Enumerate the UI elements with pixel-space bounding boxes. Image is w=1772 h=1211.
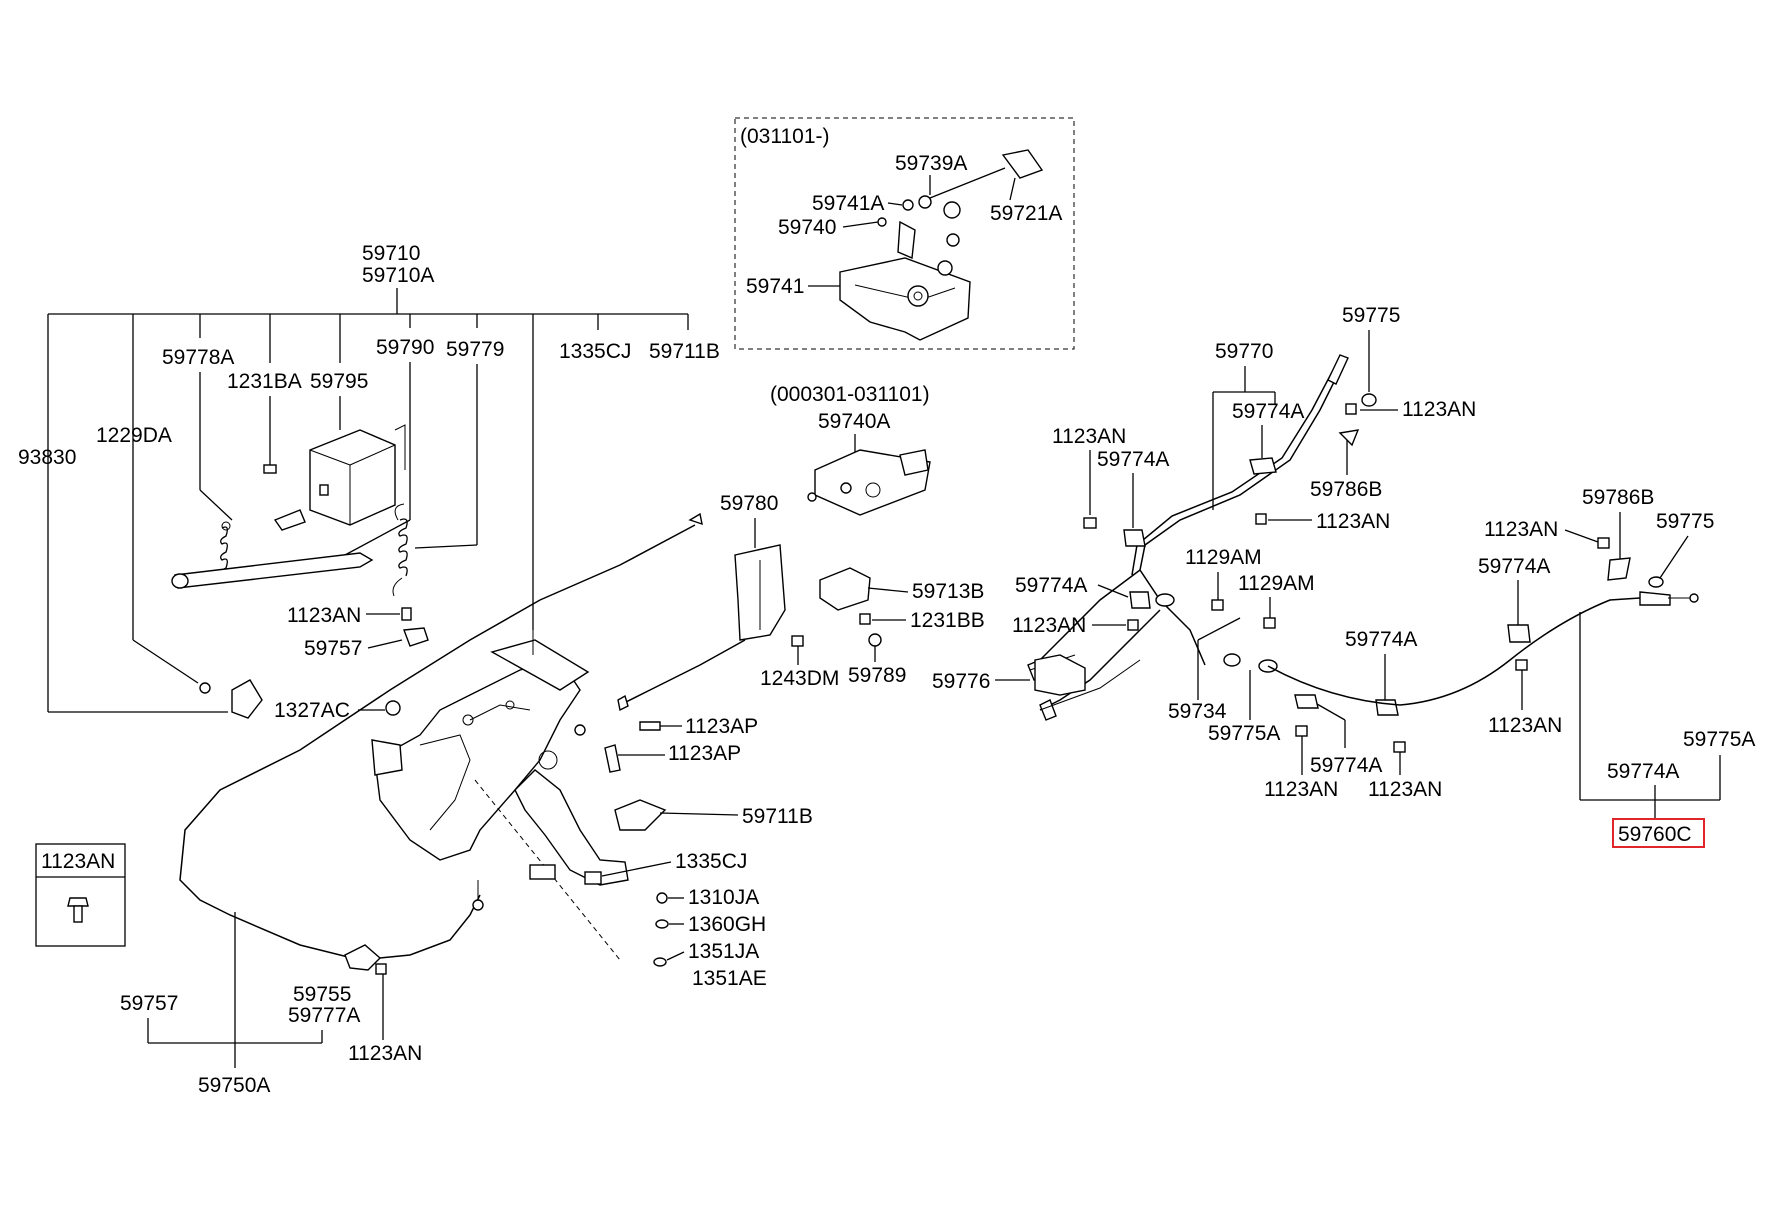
label-59774A-a: 59774A (1232, 400, 1304, 423)
label-1123AN-left2: 1123AN (348, 1042, 422, 1065)
label-59789: 59789 (848, 664, 906, 687)
label-59741A: 59741A (812, 192, 884, 215)
label-59775-a: 59775 (1342, 304, 1400, 327)
highlight-box-59760C (1612, 818, 1705, 848)
label-1123AN-r4: 1123AN (1012, 614, 1086, 637)
inset-031101-label: (031101-) (740, 125, 830, 148)
clip-59757 (403, 627, 429, 647)
label-1123AN-r7: 1123AN (1484, 518, 1558, 541)
label-59760C[interactable]: 59760C (1618, 823, 1692, 846)
label-1123AP-1: 1123AP (685, 715, 758, 738)
label-59740A: 59740A (818, 410, 890, 433)
right-rear-cable-59760C (1267, 591, 1699, 706)
label-59774A-f: 59774A (1478, 555, 1550, 578)
label-59775-b: 59775 (1656, 510, 1714, 533)
label-59734: 59734 (1168, 700, 1227, 723)
adjuster-rod (877, 149, 1044, 247)
label-1310JA: 1310JA (688, 886, 759, 909)
label-1123AN-r2: 1123AN (1052, 425, 1126, 448)
label-59778A: 59778A (162, 346, 234, 369)
label-59775A-a: 59775A (1208, 722, 1280, 745)
label-59790: 59790 (376, 336, 434, 359)
label-1123AN-r5: 1123AN (1264, 778, 1338, 801)
label-1351AE: 1351AE (692, 967, 767, 990)
label-59774A-b: 59774A (1097, 448, 1169, 471)
bolt-1231BA (263, 460, 277, 474)
nut-1327AC (385, 700, 401, 716)
label-59750A: 59750A (198, 1074, 270, 1097)
label-59786B-a: 59786B (1310, 478, 1382, 501)
label-59776: 59776 (932, 670, 990, 693)
inset-031101-group: (031101-) 59739A 59741A 59740 59721A 59 (734, 117, 1075, 350)
bracket-93830 (199, 679, 263, 719)
label-59779: 59779 (446, 338, 504, 361)
label-1229DA: 1229DA (96, 424, 172, 447)
return-spring-59778A (220, 521, 231, 577)
label-59755: 59755 (293, 983, 351, 1006)
label-59710A: 59710A (362, 264, 434, 287)
front-cable-group-59750A: 59757 59755 59777A 1123AN 59750A (120, 880, 484, 1097)
inset-000301-031101-group: (000301-031101) 59740A (770, 383, 931, 516)
label-1231BB: 1231BB (910, 609, 985, 632)
label-59711B-top: 59711B (649, 340, 720, 363)
label-1335CJ-pedal: 1335CJ (675, 850, 747, 873)
label-59741: 59741 (746, 275, 804, 298)
label-1123AN-r1: 1123AN (1402, 398, 1476, 421)
left-rear-cable-59770: 59770 (1027, 340, 1349, 721)
label-59786B-b: 59786B (1582, 486, 1654, 509)
label-59775A-b: 59775A (1683, 728, 1755, 751)
label-1123AN-r3: 1123AN (1316, 510, 1390, 533)
label-59795: 59795 (310, 370, 368, 393)
label-59774A-c: 59774A (1015, 574, 1087, 597)
label-1123AN-r6: 1123AN (1368, 778, 1442, 801)
label-1123AP-2: 1123AP (668, 742, 741, 765)
label-59770: 59770 (1215, 340, 1273, 363)
spring-59779 (392, 503, 408, 597)
bolt-icon (67, 897, 89, 923)
label-59774A-d: 59774A (1345, 628, 1417, 651)
label-59713B: 59713B (912, 580, 984, 603)
label-93830: 93830 (18, 446, 76, 469)
inset-000301-label: (000301-031101) (770, 383, 930, 406)
brake-switch-box (309, 424, 406, 526)
legend-box-label: 1123AN (41, 850, 115, 873)
label-59774A-g: 59774A (1607, 760, 1679, 783)
parking-brake-lever-group: 59710 59710A 59778A 1231BA 59795 59790 5… (18, 242, 720, 722)
label-1327AC: 1327AC (274, 699, 350, 722)
label-59780: 59780 (720, 492, 778, 515)
label-1129AM-a: 1129AM (1185, 546, 1262, 569)
label-59757-lower: 59757 (120, 992, 178, 1015)
clip-59755 (344, 944, 382, 971)
label-1129AM-b: 1129AM (1238, 572, 1315, 595)
label-1123AN-r8: 1123AN (1488, 714, 1562, 737)
actuator-59713B (819, 567, 871, 611)
label-1335CJ-top: 1335CJ (559, 340, 631, 363)
bracket-59776 (1034, 654, 1086, 696)
pedal-pad-59711B (614, 799, 667, 831)
label-59721A: 59721A (990, 202, 1062, 225)
label-1123AN-left1: 1123AN (287, 604, 361, 627)
label-1351JA: 1351JA (688, 940, 759, 963)
pedal-assembly (371, 630, 667, 961)
label-59710: 59710 (362, 242, 420, 265)
label-59774A-e: 59774A (1310, 754, 1382, 777)
label-59757-upper: 59757 (304, 637, 362, 660)
label-1243DM: 1243DM (760, 667, 839, 690)
label-59739A: 59739A (895, 152, 967, 175)
fastener-legend-box: 1123AN (35, 843, 126, 947)
label-59740: 59740 (778, 216, 836, 239)
connecting-rod-59790 (171, 552, 374, 589)
label-1231BA: 1231BA (227, 370, 302, 393)
label-59777A: 59777A (288, 1004, 360, 1027)
label-59711B-pedal: 59711B (742, 805, 813, 828)
release-cable-59780: 59780 (179, 492, 786, 961)
label-1360GH: 1360GH (688, 913, 766, 936)
brake-lever-base-plate (839, 220, 971, 341)
